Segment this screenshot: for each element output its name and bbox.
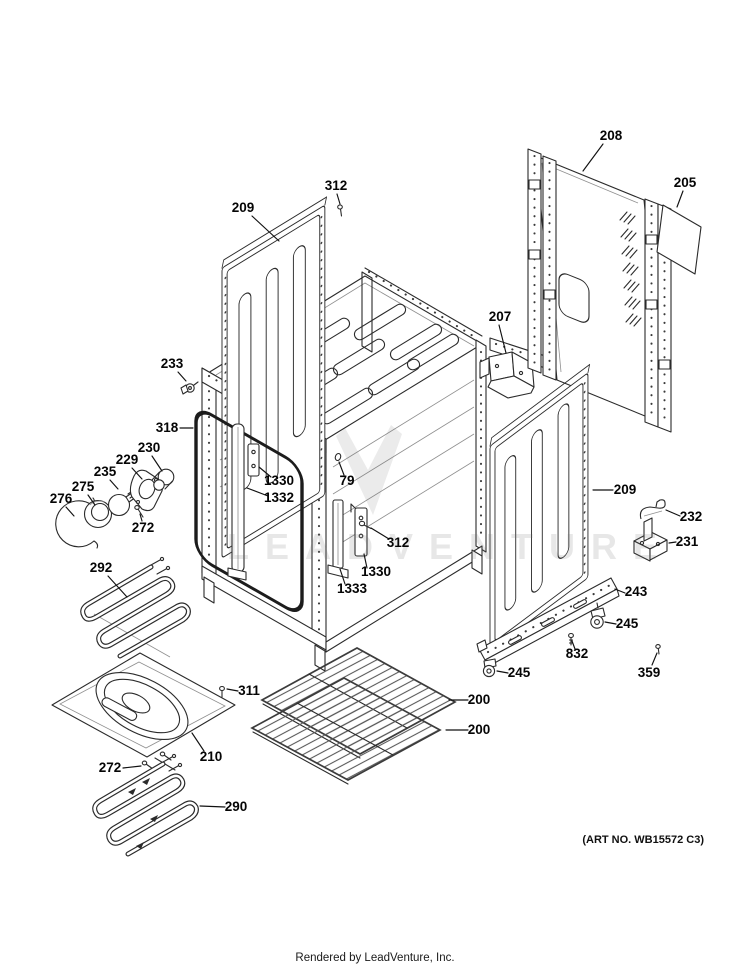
- part-label-272-bottom[interactable]: 272: [99, 760, 122, 775]
- part-label-318[interactable]: 318: [156, 420, 179, 435]
- part-label-292[interactable]: 292: [90, 560, 113, 575]
- latch-bracket-1330a-drawing: [247, 443, 260, 477]
- part-label-312-center[interactable]: 312: [387, 535, 410, 550]
- part-label-205[interactable]: 205: [674, 175, 697, 190]
- watermark-text: LEADVENTURE: [227, 526, 673, 567]
- part-label-210[interactable]: 210: [200, 749, 223, 764]
- part-label-272-lamp[interactable]: 272: [132, 520, 155, 535]
- leadventure-watermark: LEADVENTURE: [227, 425, 673, 567]
- part-label-1332[interactable]: 1332: [264, 490, 294, 505]
- side-panel-right-drawing: [489, 363, 591, 651]
- part-label-1330-left[interactable]: 1330: [264, 473, 294, 488]
- screw-311-drawing: [219, 685, 225, 698]
- part-label-233[interactable]: 233: [161, 356, 184, 371]
- part-label-832[interactable]: 832: [566, 646, 589, 661]
- part-label-359[interactable]: 359: [638, 665, 661, 680]
- art-number-caption: (ART NO. WB15572 C3): [582, 834, 704, 846]
- latch-rod-1332-drawing: [227, 423, 247, 581]
- part-label-312-top[interactable]: 312: [325, 178, 348, 193]
- part-label-276[interactable]: 276: [50, 491, 73, 506]
- clip-bracket-232-drawing: [639, 499, 666, 520]
- latch-rail-1333-drawing: [327, 499, 349, 579]
- part-label-243[interactable]: 243: [625, 584, 648, 599]
- part-label-1333[interactable]: 1333: [337, 581, 368, 596]
- part-label-1330-center[interactable]: 1330: [361, 564, 391, 579]
- door-gasket-318-drawing: [194, 410, 304, 612]
- hole-79-drawing: [334, 452, 342, 462]
- part-label-275[interactable]: 275: [72, 479, 95, 494]
- part-label-200-upper[interactable]: 200: [468, 692, 491, 707]
- oven-rack-lower-drawing: [250, 677, 442, 785]
- part-label-230[interactable]: 230: [138, 440, 161, 455]
- broil-element-292-drawing: [80, 556, 191, 659]
- part-label-311[interactable]: 311: [238, 683, 260, 698]
- part-label-79[interactable]: 79: [339, 473, 354, 488]
- part-label-231[interactable]: 231: [676, 534, 699, 549]
- back-panel-208-drawing: [527, 148, 672, 433]
- part-label-245-right[interactable]: 245: [616, 616, 639, 631]
- part-label-290[interactable]: 290: [225, 799, 248, 814]
- lamp-assembly-drawing: [55, 468, 175, 549]
- roller-245-left-drawing: [482, 658, 497, 678]
- part-label-235[interactable]: 235: [94, 464, 117, 479]
- insulation-sheet-205-drawing: [656, 204, 702, 275]
- roller-245-right-drawing: [590, 602, 606, 629]
- part-label-245-left[interactable]: 245: [508, 665, 531, 680]
- part-label-208[interactable]: 208: [600, 128, 623, 143]
- part-label-209-right[interactable]: 209: [614, 482, 637, 497]
- latch-bracket-1330b-drawing: [350, 503, 368, 557]
- part-label-209-left[interactable]: 209: [232, 200, 255, 215]
- rear-bracket-207-drawing: [479, 351, 535, 399]
- part-label-200-lower[interactable]: 200: [468, 722, 491, 737]
- screw-359-drawing: [655, 644, 661, 655]
- part-label-229[interactable]: 229: [116, 452, 139, 467]
- bake-element-290-drawing: [92, 753, 199, 857]
- screw-312a-drawing: [337, 204, 343, 217]
- screw-312b-drawing: [358, 520, 372, 530]
- oven-bottom-210-drawing: [51, 652, 236, 758]
- screw-832-drawing: [568, 632, 574, 646]
- anti-tip-bracket-231-drawing: [633, 517, 668, 562]
- clip-233-drawing: [180, 381, 199, 395]
- part-label-232[interactable]: 232: [680, 509, 703, 524]
- footer-credit: Rendered by LeadVenture, Inc.: [295, 952, 454, 964]
- part-label-207[interactable]: 207: [489, 309, 512, 324]
- leader-lines: [65, 143, 684, 808]
